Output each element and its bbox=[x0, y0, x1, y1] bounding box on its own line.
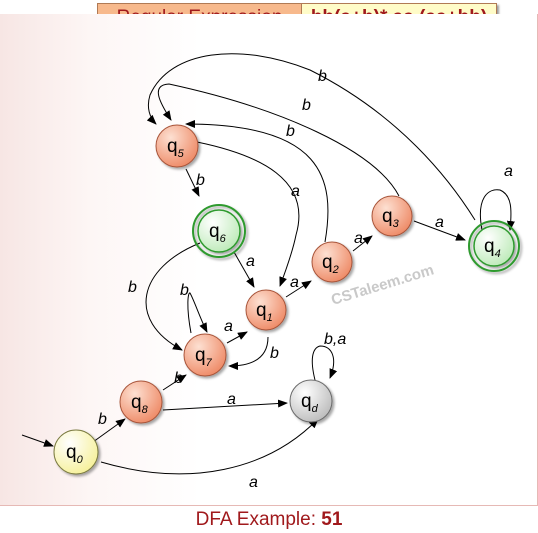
svg-text:q5: q5 bbox=[167, 136, 185, 160]
caption-number: 51 bbox=[321, 509, 343, 530]
transition-label-q7-q1: a bbox=[224, 318, 233, 335]
transition-label-q6-q1: a bbox=[246, 253, 255, 270]
transition-q4-q4 bbox=[480, 189, 515, 231]
transition-q0-q8 bbox=[92, 418, 126, 443]
start-arrow bbox=[21, 434, 54, 447]
state-label-q5: q bbox=[167, 136, 178, 157]
transition-label-q4-q4: a bbox=[504, 163, 513, 180]
state-subscript-q0: 0 bbox=[77, 454, 84, 466]
state-label-q6: q bbox=[209, 221, 220, 242]
transition-label-q7-q7: b bbox=[180, 282, 189, 299]
transition-q3-q5 bbox=[157, 83, 400, 197]
state-q2: q2 bbox=[311, 241, 353, 283]
svg-text:q6: q6 bbox=[209, 221, 227, 245]
caption: DFA Example: 51 bbox=[0, 509, 538, 531]
svg-text:q7: q7 bbox=[195, 345, 213, 369]
state-subscript-q4: 4 bbox=[495, 248, 501, 260]
transition-label-q4-q5: b bbox=[318, 68, 327, 85]
state-q1: q1 bbox=[245, 289, 287, 331]
svg-text:q0: q0 bbox=[66, 442, 84, 466]
state-q6: q6 bbox=[192, 204, 246, 258]
state-subscript-qd: d bbox=[312, 403, 319, 415]
svg-text:qd: qd bbox=[301, 391, 319, 415]
transition-q3-q4 bbox=[413, 220, 466, 241]
state-q3: q3 bbox=[371, 195, 413, 237]
state-label-q0: q bbox=[66, 442, 77, 463]
state-label-q2: q bbox=[322, 252, 333, 273]
state-subscript-q7: 7 bbox=[206, 357, 213, 369]
transition-q6-q7 bbox=[145, 242, 201, 351]
state-qd: qd bbox=[289, 379, 333, 423]
transition-label-q2-q5: b bbox=[286, 123, 295, 140]
transition-q2-q5 bbox=[185, 120, 329, 243]
caption-prefix: DFA Example: bbox=[195, 509, 322, 530]
state-q4: q4 bbox=[468, 220, 520, 272]
state-label-q1: q bbox=[256, 300, 267, 321]
transition-q1-q7 bbox=[228, 336, 269, 370]
transition-label-q3-q5: b bbox=[302, 97, 311, 114]
transition-q5-q6 bbox=[185, 168, 200, 197]
transition-label-q5-q1: a bbox=[291, 183, 300, 200]
transition-label-q0-qd: a bbox=[249, 474, 258, 491]
transition-q6-q1 bbox=[233, 251, 255, 288]
state-label-q4: q bbox=[484, 236, 495, 257]
state-subscript-q1: 1 bbox=[267, 312, 273, 324]
transition-label-q5-q6: b bbox=[196, 172, 205, 189]
transition-qd-qd bbox=[311, 345, 338, 381]
transition-label-q1-q2: a bbox=[290, 274, 299, 291]
state-q0: q0 bbox=[53, 429, 99, 475]
state-label-q8: q bbox=[131, 392, 142, 413]
state-q7: q7 bbox=[183, 333, 227, 377]
state-subscript-q2: 2 bbox=[332, 264, 339, 276]
state-subscript-q5: 5 bbox=[178, 148, 185, 160]
svg-text:q3: q3 bbox=[382, 206, 400, 230]
transition-label-q8-qd: a bbox=[227, 391, 236, 408]
state-label-q7: q bbox=[195, 345, 206, 366]
state-subscript-q8: 8 bbox=[142, 404, 149, 416]
svg-text:q8: q8 bbox=[131, 392, 149, 416]
state-label-q3: q bbox=[382, 206, 393, 227]
transition-q0-qd bbox=[100, 418, 319, 475]
state-label-qd: q bbox=[301, 391, 312, 412]
transition-q7-q7 bbox=[187, 292, 208, 334]
transition-q7-q1 bbox=[226, 331, 248, 344]
state-subscript-q3: 3 bbox=[393, 218, 400, 230]
transition-label-q8-q7: b bbox=[174, 370, 183, 387]
transition-q4-q5 bbox=[146, 53, 476, 221]
transition-label-q3-q4: a bbox=[435, 214, 444, 231]
transition-label-q1-q7: b bbox=[270, 345, 279, 362]
transition-q8-q7 bbox=[162, 374, 187, 391]
state-q5: q5 bbox=[155, 124, 199, 168]
transition-q8-qd bbox=[162, 399, 288, 411]
state-q8: q8 bbox=[119, 380, 163, 424]
svg-text:q4: q4 bbox=[484, 236, 501, 260]
transition-q2-q3 bbox=[352, 235, 373, 252]
transition-label-q2-q3: a bbox=[354, 230, 363, 247]
svg-text:q2: q2 bbox=[322, 252, 339, 276]
transition-q5-q1 bbox=[196, 141, 300, 287]
transition-label-qd-qd: b,a bbox=[324, 331, 346, 348]
diagram-panel bbox=[0, 14, 538, 506]
transition-q1-q2 bbox=[285, 280, 312, 298]
transition-label-q0-q8: b bbox=[98, 411, 107, 428]
svg-text:q1: q1 bbox=[256, 300, 273, 324]
state-subscript-q6: 6 bbox=[220, 233, 227, 245]
transition-label-q6-q7: b bbox=[128, 279, 137, 296]
